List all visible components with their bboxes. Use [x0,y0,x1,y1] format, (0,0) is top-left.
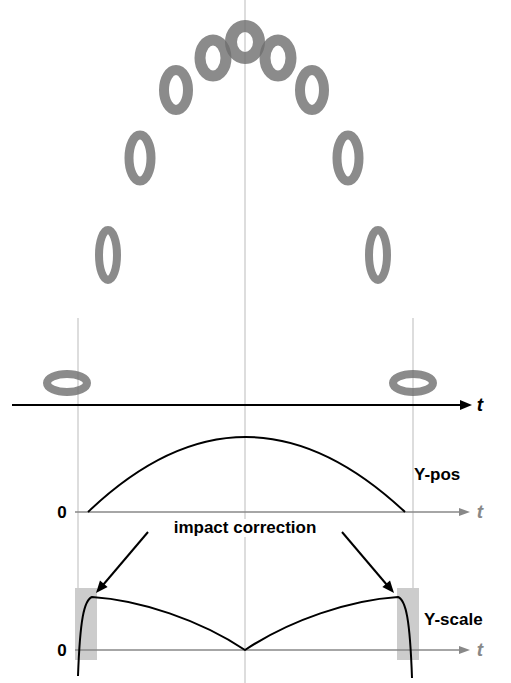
callout-text: impact correction [172,519,319,538]
graph-title: Y-pos [414,466,460,485]
ring [99,230,117,280]
callout-arrowhead [382,581,394,593]
ring [200,40,226,76]
axis-label: t [477,640,483,661]
ring [393,374,433,392]
axis-arrowhead [459,646,470,654]
ring [369,230,387,280]
time-axis [12,404,462,406]
axis-label: t [477,395,483,416]
callout-arrowhead [96,581,108,593]
graph-axis [75,649,462,651]
ring [265,40,291,76]
ring [231,26,259,58]
ring [47,374,87,392]
ring [300,70,324,110]
ring [337,135,359,181]
zero-label: 0 [57,642,66,661]
graph-title: Y-scale [424,611,483,630]
guide-line [245,0,246,683]
axis-label: t [477,502,483,523]
callout-arrow [342,532,387,585]
ypos-curve [88,437,405,512]
guide-line [78,318,79,620]
axis-arrowhead [459,508,470,516]
guide-line [413,318,414,620]
ring [164,70,188,110]
callout-arrow [103,532,148,585]
yscale-curve [78,597,412,678]
ring [129,135,151,181]
axis-arrowhead [460,400,472,410]
zero-label: 0 [57,504,66,523]
